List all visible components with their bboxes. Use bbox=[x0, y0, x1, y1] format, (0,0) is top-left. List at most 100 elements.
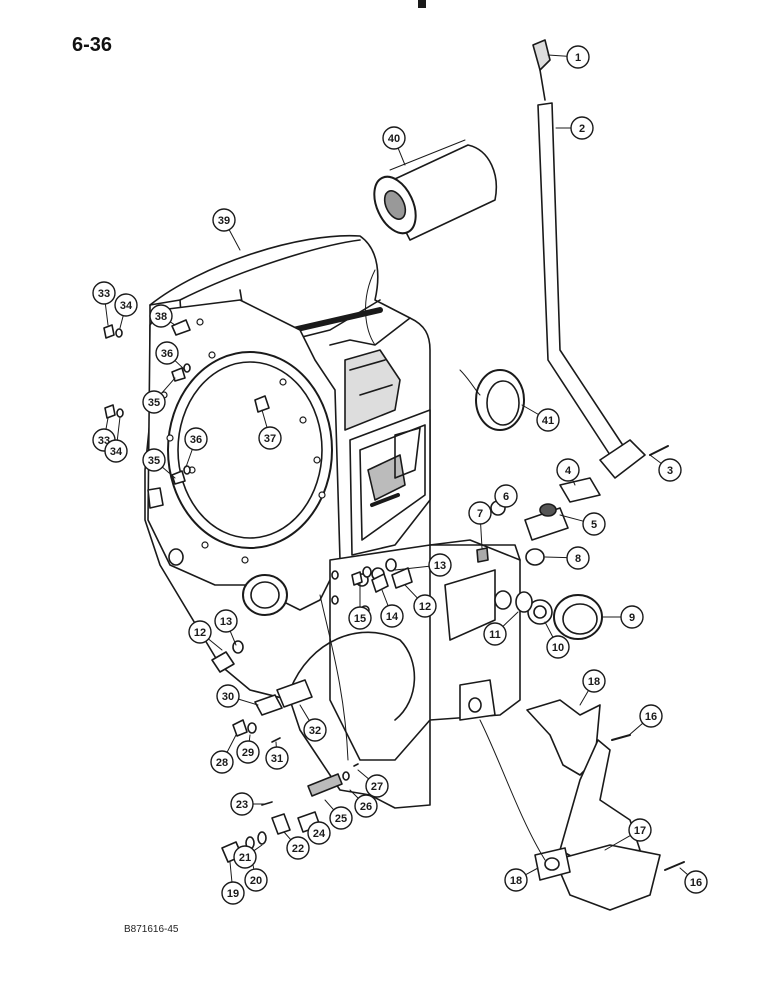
connector-lines bbox=[319, 269, 546, 861]
callout-number: 2 bbox=[579, 123, 585, 135]
callout-number: 6 bbox=[503, 491, 509, 503]
callout-number: 12 bbox=[419, 601, 431, 613]
callout-41: 41 bbox=[521, 404, 560, 432]
callout-number: 17 bbox=[634, 825, 646, 837]
callout-balloon bbox=[582, 669, 606, 693]
callout-number: 3 bbox=[667, 465, 673, 477]
callout-leader bbox=[208, 638, 223, 651]
callout-balloon bbox=[307, 821, 331, 845]
callout-leader bbox=[283, 831, 292, 841]
callout-number: 11 bbox=[489, 629, 501, 641]
callout-leader bbox=[579, 690, 589, 706]
callout-balloon bbox=[658, 458, 682, 482]
callout-balloon bbox=[566, 546, 590, 570]
callout-balloon bbox=[114, 293, 138, 317]
callout-34: 34 bbox=[104, 416, 128, 463]
callout-27: 27 bbox=[357, 769, 389, 798]
callout-balloon bbox=[188, 620, 212, 644]
callout-number: 13 bbox=[220, 616, 232, 628]
callout-balloon bbox=[244, 868, 268, 892]
small-covers bbox=[476, 477, 603, 640]
callout-6: 6 bbox=[494, 484, 518, 508]
callout-leader bbox=[544, 621, 554, 638]
callout-35: 35 bbox=[142, 377, 176, 414]
oil-pipe bbox=[526, 699, 685, 911]
left-fittings bbox=[103, 319, 270, 485]
callout-balloon bbox=[233, 845, 257, 869]
callout-number: 39 bbox=[218, 215, 230, 227]
callout-leader bbox=[226, 734, 237, 753]
callout-leader bbox=[627, 722, 644, 737]
callout-number: 24 bbox=[313, 828, 326, 840]
callout-number: 23 bbox=[236, 799, 248, 811]
callout-leader bbox=[228, 229, 241, 251]
callout-leader bbox=[161, 466, 176, 479]
callout-number: 5 bbox=[591, 519, 597, 531]
callout-29: 29 bbox=[236, 734, 260, 764]
callout-balloon bbox=[365, 774, 389, 798]
callout-30: 30 bbox=[216, 684, 259, 708]
callout-number: 10 bbox=[552, 642, 564, 654]
callout-leader bbox=[349, 789, 359, 799]
callout-number: 19 bbox=[227, 888, 239, 900]
callout-balloon bbox=[212, 208, 236, 232]
callout-leader bbox=[104, 303, 109, 326]
callout-layer: 1234567891011121213131415161617181819202… bbox=[92, 45, 708, 905]
callout-12: 12 bbox=[404, 584, 437, 618]
page-number: 6-36 bbox=[72, 34, 113, 56]
callout-number: 34 bbox=[120, 300, 133, 312]
callout-balloon bbox=[494, 484, 518, 508]
callout-balloon bbox=[504, 868, 528, 892]
callout-number: 25 bbox=[335, 813, 347, 825]
callout-34: 34 bbox=[114, 293, 138, 329]
callout-16: 16 bbox=[679, 867, 708, 894]
top-mark bbox=[418, 0, 426, 8]
callout-25: 25 bbox=[324, 799, 353, 830]
callout-balloon bbox=[382, 126, 406, 150]
callout-number: 8 bbox=[575, 553, 581, 565]
callout-balloon bbox=[380, 604, 404, 628]
callout-balloon bbox=[236, 740, 260, 764]
callout-14: 14 bbox=[380, 589, 404, 628]
callout-balloon bbox=[216, 684, 240, 708]
callout-13: 13 bbox=[394, 553, 452, 577]
callout-28: 28 bbox=[210, 734, 237, 774]
callout-balloon bbox=[413, 594, 437, 618]
callout-33: 33 bbox=[92, 281, 116, 326]
callout-leader bbox=[525, 867, 539, 876]
callout-number: 38 bbox=[155, 311, 167, 323]
callout-number: 36 bbox=[190, 434, 202, 446]
callout-16: 16 bbox=[627, 704, 663, 737]
callout-leader bbox=[174, 360, 186, 371]
callout-balloon bbox=[354, 794, 378, 818]
seal-41 bbox=[475, 369, 525, 431]
callout-balloon bbox=[149, 304, 173, 328]
callout-leader bbox=[521, 404, 539, 416]
callout-leader bbox=[572, 479, 576, 486]
callout-10: 10 bbox=[544, 621, 570, 659]
callout-leader bbox=[404, 584, 418, 599]
callout-number: 41 bbox=[542, 415, 554, 427]
callout-36: 36 bbox=[184, 427, 208, 468]
callout-balloon bbox=[348, 606, 372, 630]
callout-5: 5 bbox=[559, 512, 606, 536]
callout-balloon bbox=[214, 609, 238, 633]
callout-balloon bbox=[556, 458, 580, 482]
callout-balloon bbox=[221, 881, 245, 905]
callout-leader bbox=[649, 454, 662, 464]
callout-number: 22 bbox=[292, 843, 304, 855]
callout-17: 17 bbox=[604, 818, 652, 851]
callout-balloon bbox=[230, 792, 254, 816]
callout-balloon bbox=[184, 427, 208, 451]
callout-number: 9 bbox=[629, 612, 635, 624]
callout-leader bbox=[229, 630, 237, 646]
callout-balloon bbox=[546, 635, 570, 659]
callout-balloon bbox=[570, 116, 594, 140]
callout-number: 29 bbox=[242, 747, 254, 759]
callout-balloon bbox=[620, 605, 644, 629]
callout-8: 8 bbox=[544, 546, 590, 570]
callout-balloon bbox=[468, 501, 492, 525]
callout-number: 33 bbox=[98, 288, 110, 300]
callout-39: 39 bbox=[212, 208, 241, 251]
